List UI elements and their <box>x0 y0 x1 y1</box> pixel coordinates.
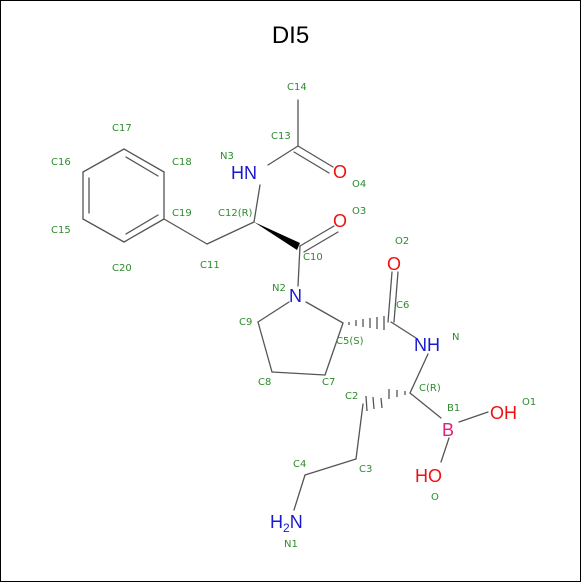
bond <box>390 321 417 339</box>
atom-label: C10 <box>303 252 323 263</box>
atom-label: N3 <box>220 151 234 162</box>
bond <box>123 218 165 243</box>
bonds <box>82 99 489 511</box>
bond <box>125 214 159 235</box>
atom-label: N2 <box>272 283 286 294</box>
atom-label: C3 <box>359 464 372 475</box>
atom-label: O3 <box>352 206 366 217</box>
bond <box>257 321 273 373</box>
atom-label: C4 <box>293 459 306 470</box>
bond <box>293 151 330 174</box>
atom-label: O4 <box>352 179 366 190</box>
atom-label: C2 <box>345 391 358 402</box>
bond <box>125 156 159 177</box>
atom-label: C17 <box>112 123 132 134</box>
atom-boron: B <box>442 420 454 440</box>
atom-label: C18 <box>172 157 192 168</box>
atom-label: C14 <box>287 82 307 93</box>
h2n-subscript: 2 <box>283 521 290 535</box>
atom-label: C15 <box>51 225 71 236</box>
bond <box>458 411 489 423</box>
atom-oxygen: O <box>387 254 401 274</box>
bond <box>324 322 344 376</box>
molecule-title: DI5 <box>271 22 310 49</box>
atom-oh: OH <box>490 403 517 423</box>
atom-label: C9 <box>239 317 252 328</box>
atom-oxygen: O <box>333 211 347 231</box>
bond <box>253 184 261 223</box>
hash-bond <box>380 397 383 409</box>
bond <box>387 271 393 323</box>
bond <box>163 218 208 245</box>
atom-ho: HO <box>415 466 442 486</box>
atom-label: B1 <box>447 403 460 414</box>
bond <box>297 245 301 287</box>
bond <box>440 437 450 463</box>
bond <box>305 301 344 324</box>
atom-hn: HN <box>231 163 257 183</box>
h2n-h: H <box>270 512 283 532</box>
bond <box>293 474 306 511</box>
bond <box>82 218 125 243</box>
bond <box>355 403 364 460</box>
bond <box>299 225 335 247</box>
atom-label: C5(S) <box>336 336 364 347</box>
bond <box>123 148 165 173</box>
atom-nh: NH <box>414 335 440 355</box>
h2n-n: N <box>290 512 303 532</box>
wedge-bond <box>254 222 300 250</box>
bond <box>271 371 326 376</box>
bond <box>267 145 299 166</box>
bond <box>206 221 255 245</box>
atom-label: C19 <box>172 208 192 219</box>
bond <box>303 231 339 253</box>
atom-label: C11 <box>200 260 220 271</box>
hash-bond <box>372 396 375 410</box>
bond <box>297 145 334 168</box>
atom-label: O1 <box>522 397 536 408</box>
bond <box>82 148 125 173</box>
atom-label: N <box>452 332 459 343</box>
atom-label: C12(R) <box>218 208 253 219</box>
bond <box>304 458 357 476</box>
bond <box>257 301 290 323</box>
bond <box>409 353 429 394</box>
atom-label: C20 <box>112 263 132 274</box>
atom-label: C16 <box>51 157 71 168</box>
atom-nitrogen: N <box>289 286 302 306</box>
bond <box>409 392 442 419</box>
atom-symbols: HN O O O N NH B OH HO H2N <box>231 162 517 535</box>
atom-label: C(R) <box>419 383 441 394</box>
atom-label: C7 <box>322 377 335 388</box>
bond <box>393 271 399 323</box>
stereo-bonds <box>254 222 406 412</box>
atom-label: O <box>431 492 439 503</box>
atom-labels: C14 C13 N3 O4 O3 C17 C16 C18 C19 C15 C20… <box>51 82 536 550</box>
atom-label: C13 <box>271 131 291 142</box>
atom-h2n: H2N <box>270 512 303 535</box>
atom-label: N1 <box>284 539 298 550</box>
atom-label: C8 <box>258 377 271 388</box>
hash-bond <box>365 395 368 412</box>
atom-oxygen: O <box>333 162 347 182</box>
atom-label: C6 <box>396 300 409 311</box>
atom-label: O2 <box>395 236 409 247</box>
